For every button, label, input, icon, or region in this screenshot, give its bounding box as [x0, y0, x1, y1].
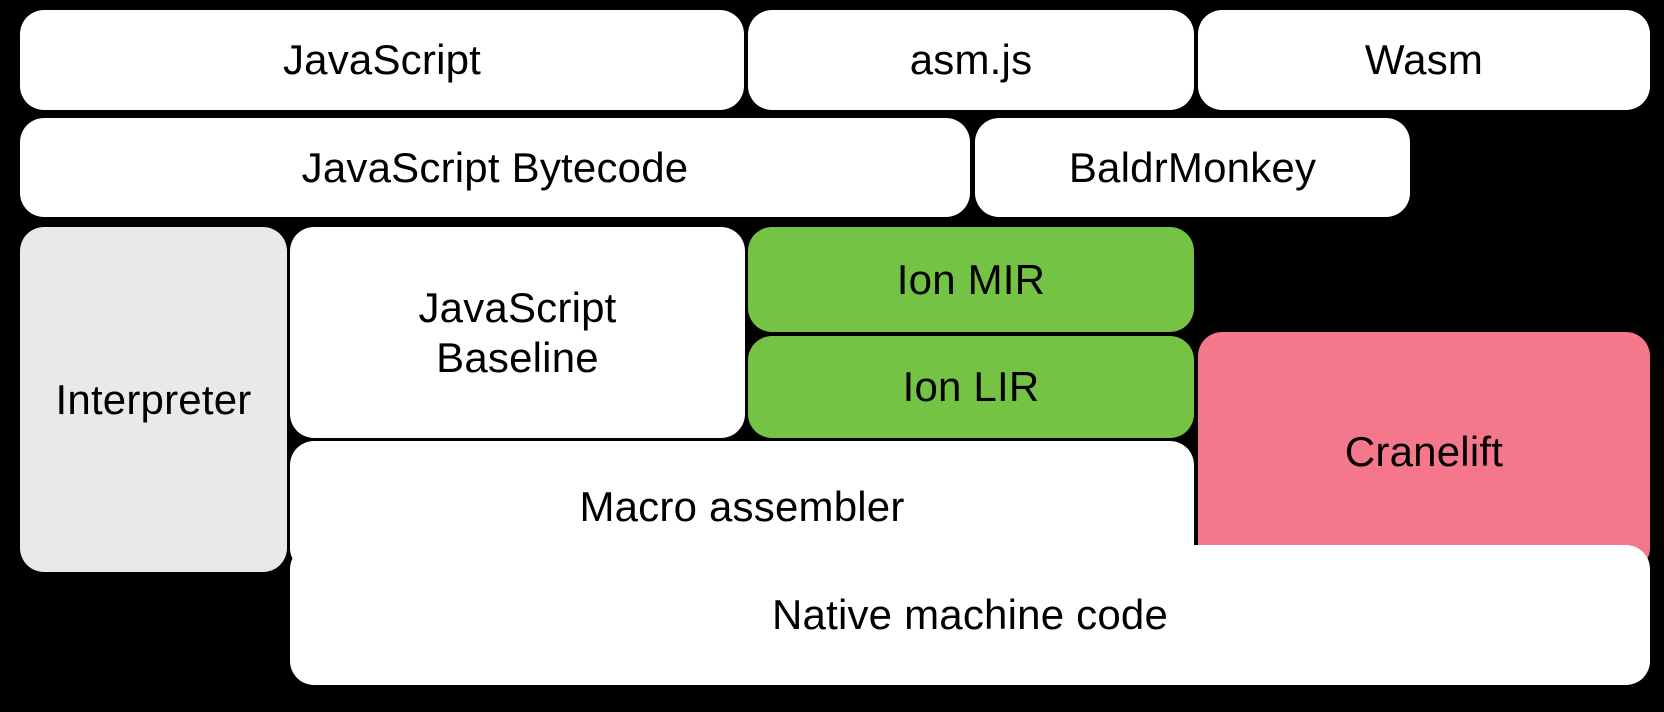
node-asm-js[interactable]: asm.js	[748, 10, 1194, 110]
node-cranelift[interactable]: Cranelift	[1198, 332, 1650, 572]
node-javascript-baseline[interactable]: JavaScript Baseline	[290, 227, 745, 438]
node-interpreter[interactable]: Interpreter	[20, 227, 287, 572]
node-javascript-bytecode[interactable]: JavaScript Bytecode	[20, 118, 970, 217]
node-ion-mir[interactable]: Ion MIR	[748, 227, 1194, 332]
node-baldrmonkey[interactable]: BaldrMonkey	[975, 118, 1410, 217]
node-javascript[interactable]: JavaScript	[20, 10, 744, 110]
node-native-machine-code[interactable]: Native machine code	[290, 545, 1650, 685]
node-ion-lir[interactable]: Ion LIR	[748, 336, 1194, 438]
node-wasm[interactable]: Wasm	[1198, 10, 1650, 110]
